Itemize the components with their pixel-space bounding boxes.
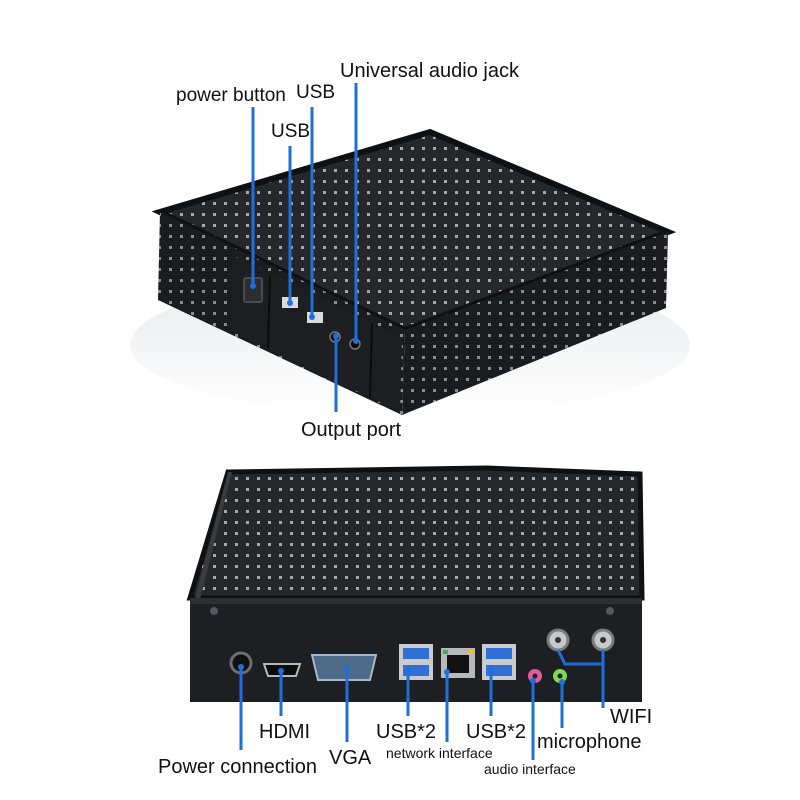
right-side-vents [402,232,668,415]
label-usb-top: USB [296,82,336,103]
label-usb2-left: USB*2 [376,721,437,743]
label-network-interface: network interface [386,745,493,761]
top-device [130,128,690,415]
label-usb-second: USB [271,121,311,142]
label-wifi: WIFI [610,706,653,728]
label-audio-interface: audio interface [484,761,576,777]
label-microphone: microphone [537,731,642,753]
label-universal-audio-jack: Universal audio jack [340,60,519,82]
usb-port-2 [307,312,323,323]
label-hdmi: HDMI [259,721,311,743]
bottom-device [186,465,645,702]
label-vga: VGA [329,747,372,769]
label-usb2-right: USB*2 [466,721,527,743]
label-power-button: power button [176,85,286,106]
label-power-connection: Power connection [158,756,317,778]
bottom-lid-vents [190,468,642,598]
front-panel [230,255,402,412]
callout-lines [239,83,605,760]
vga-port [310,654,378,681]
label-output-port: Output port [301,419,402,441]
